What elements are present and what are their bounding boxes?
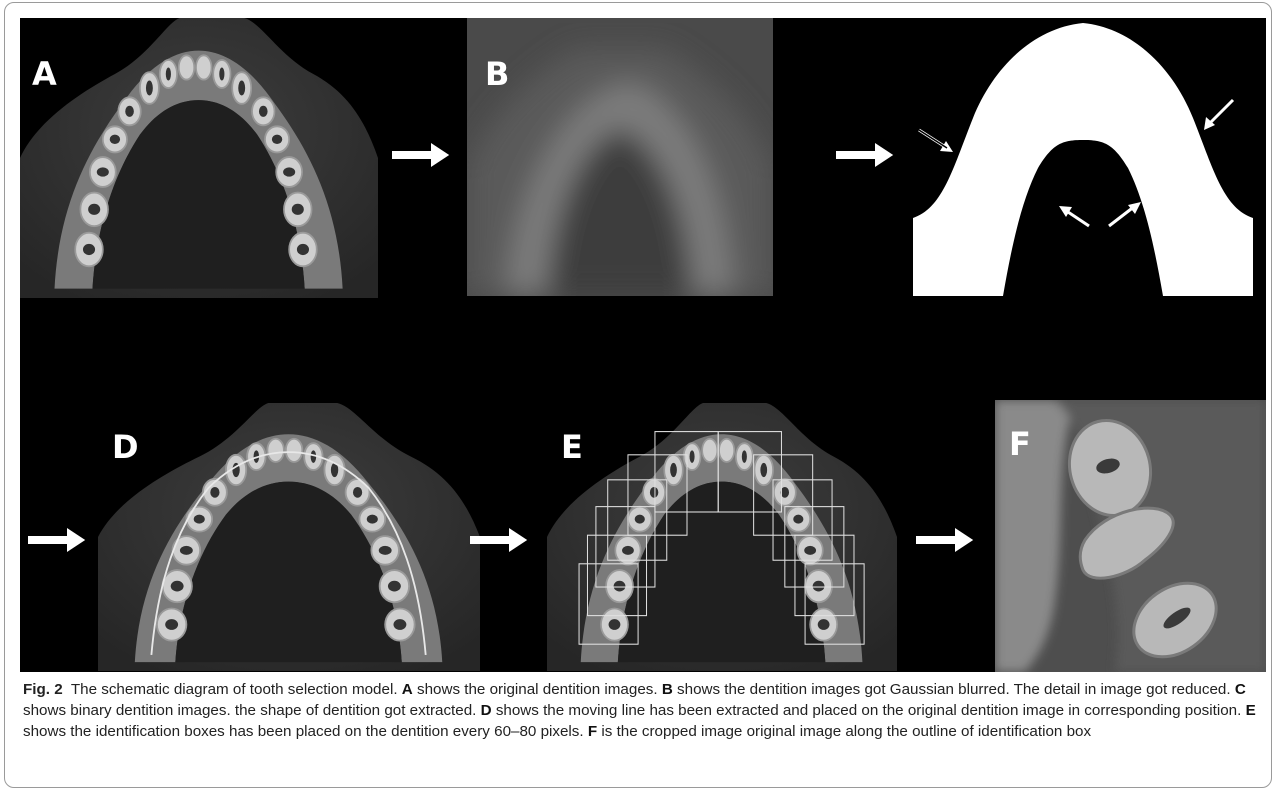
caption-text-f: is the cropped image original image alon… xyxy=(601,723,1091,740)
caption-key-e: E xyxy=(1246,702,1256,719)
arrow-e-to-f xyxy=(916,528,976,557)
panel-e-identification-boxes: E xyxy=(547,403,897,671)
caption-text-a: shows the original dentition images. xyxy=(417,681,658,698)
caption-key-d: D xyxy=(481,702,492,719)
figure-canvas: A B xyxy=(20,18,1266,672)
panel-a-label: A xyxy=(32,58,57,90)
panel-d-label: D xyxy=(112,431,139,463)
panel-b-label: B xyxy=(485,58,509,90)
arrow-d-to-e xyxy=(470,528,530,557)
arrow-a-to-b xyxy=(392,143,452,172)
caption-text-c: shows binary dentition images. the shape… xyxy=(23,702,476,719)
caption-text-d: shows the moving line has been extracted… xyxy=(496,702,1242,719)
caption-key-b: B xyxy=(662,681,673,698)
caption-text-b: shows the dentition images got Gaussian … xyxy=(677,681,1231,698)
figure-frame: A B xyxy=(4,2,1272,788)
panel-f-label: F xyxy=(1009,428,1031,460)
panel-a-original-ct: A xyxy=(20,18,378,298)
panel-d-moving-line: D xyxy=(98,403,480,671)
caption-intro: The schematic diagram of tooth selection… xyxy=(71,681,398,698)
caption-key-c: C xyxy=(1235,681,1246,698)
arrow-b-to-c xyxy=(836,143,896,172)
caption-title: Fig. 2 xyxy=(23,681,63,698)
figure-caption: Fig. 2 The schematic diagram of tooth se… xyxy=(23,679,1263,742)
arrow-c-to-d xyxy=(28,528,88,557)
caption-key-a: A xyxy=(402,681,413,698)
panel-b-gaussian-blur: B xyxy=(467,18,773,296)
panel-f-cropped-tooth: F xyxy=(995,400,1266,672)
panel-e-label: E xyxy=(561,431,583,463)
caption-text-e: shows the identification boxes has been … xyxy=(23,723,584,740)
caption-key-f: F xyxy=(588,723,597,740)
panel-c-binary: C xyxy=(913,18,1253,296)
panel-c-label: C xyxy=(949,58,972,90)
